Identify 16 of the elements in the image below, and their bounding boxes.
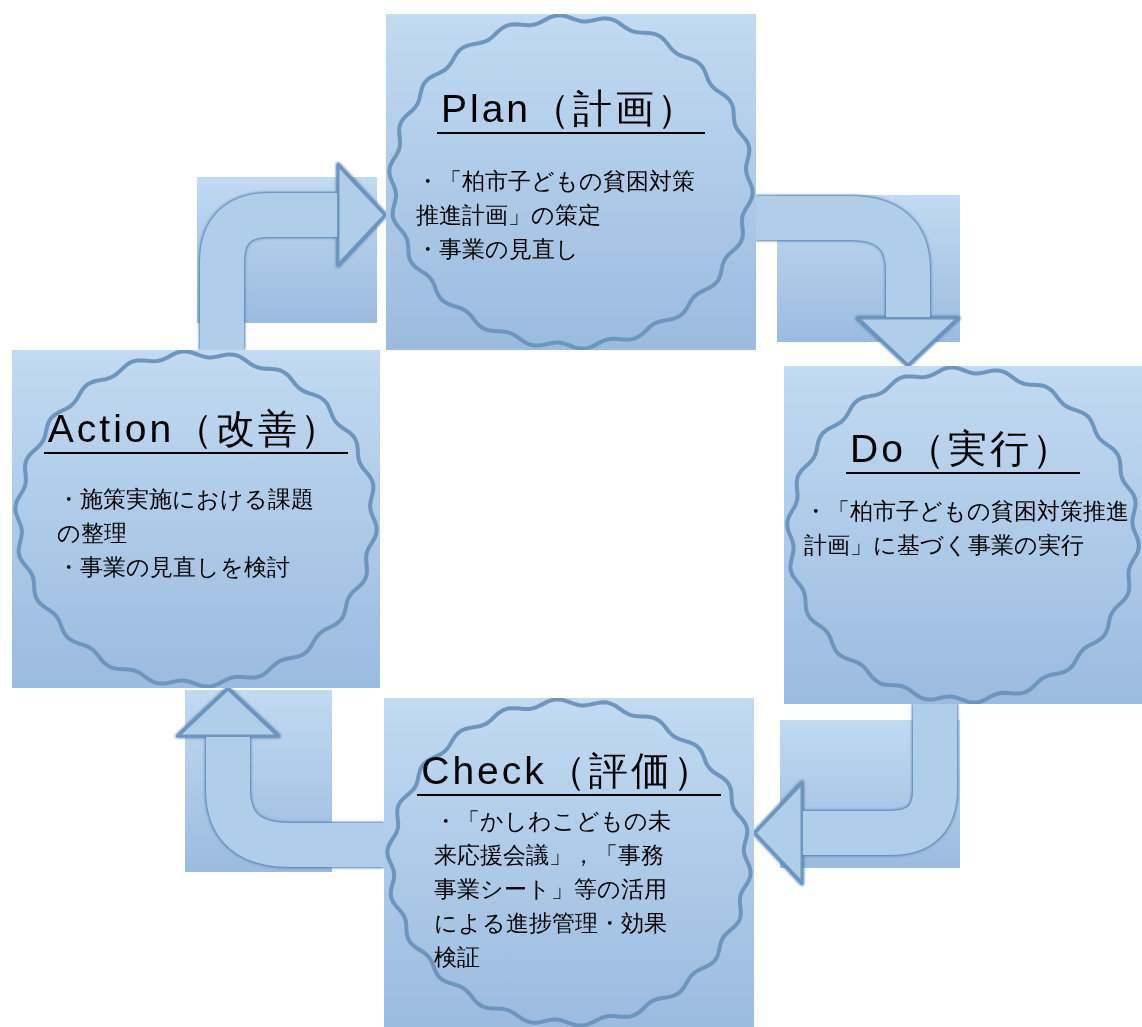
- stage-circle: [386, 14, 756, 350]
- stage-heading: Do（実行）: [846, 426, 1080, 474]
- stage-description: ・「かしわこどもの未来応援会議」，「事務事業シート」等の活用による進捗管理・効果検証: [434, 807, 672, 972]
- bent-arrow: [753, 704, 957, 885]
- stage-heading: Action（改善）: [43, 406, 349, 454]
- stage-circle: [384, 698, 754, 1027]
- stage-description: ・事業の見直し: [416, 235, 580, 264]
- stage-description: ・事業の見直しを検討: [57, 553, 291, 582]
- stage-circle: [12, 350, 380, 688]
- stage-circle: [784, 366, 1142, 704]
- stage-heading: Plan（計画）: [436, 86, 706, 134]
- stage-heading: Check（評価）: [417, 748, 721, 796]
- bent-arrow: [756, 196, 960, 367]
- stage-description: ・「柏市子どもの貧困対策推進計画」の策定: [416, 167, 696, 230]
- stage-description: ・「柏市子どもの貧困対策推進計画」に基づく事業の実行: [804, 497, 1130, 560]
- stage-description: ・施策実施における課題の整理: [57, 485, 315, 548]
